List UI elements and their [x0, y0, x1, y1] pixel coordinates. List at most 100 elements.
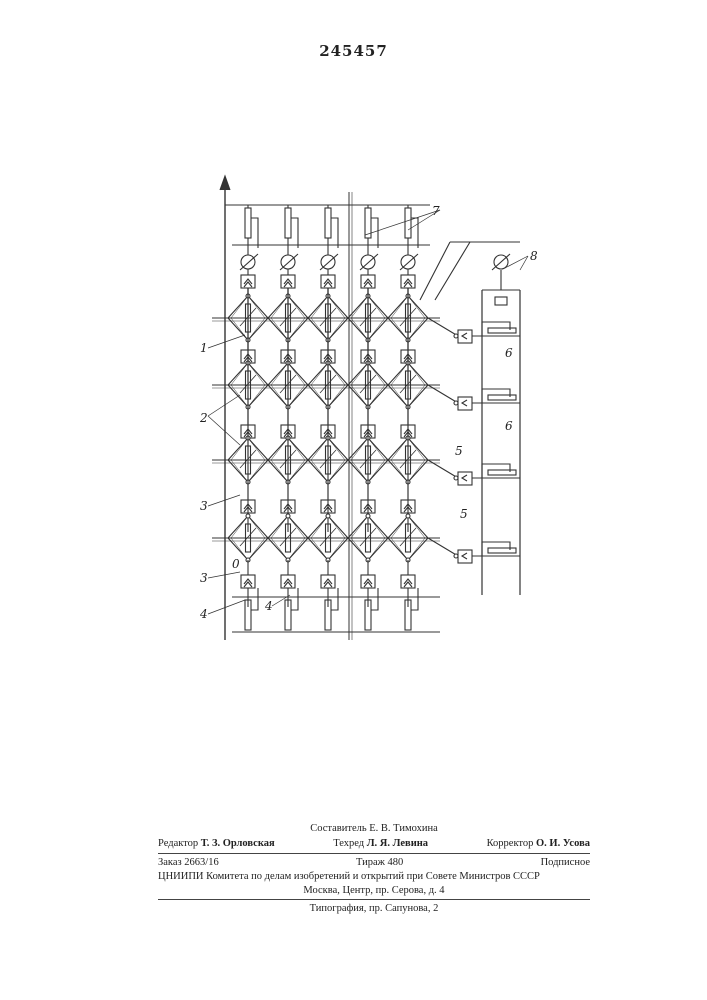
wire [411, 218, 418, 248]
wire [251, 218, 258, 248]
output-block [458, 330, 472, 343]
amplifier-chevron [284, 579, 292, 587]
output-chevron [462, 553, 467, 559]
output-block [458, 397, 472, 410]
node [454, 554, 458, 558]
amplifier-chevron [404, 579, 412, 587]
wire [435, 242, 470, 300]
callout-label: 8 [530, 249, 538, 263]
amplifier-chevron [284, 279, 292, 287]
corrector-name: О. И. Усова [536, 838, 590, 849]
node [454, 401, 458, 405]
callout-leader [208, 395, 240, 416]
imprint-rule-bottom [158, 899, 590, 900]
callout-leader [208, 600, 245, 614]
amplifier-chevron [404, 279, 412, 287]
corrector-label: Корректор [487, 838, 534, 849]
imprint-rule-top [158, 853, 590, 854]
callout-label: 0 [232, 557, 240, 571]
resistor [488, 548, 516, 553]
wire [411, 588, 418, 610]
output-chevron [462, 333, 467, 339]
amplifier-chevron [364, 279, 372, 287]
resistor [285, 208, 291, 238]
editor-label: Редактор [158, 838, 198, 849]
resistor [488, 328, 516, 333]
output-arm [428, 385, 458, 403]
circulation: Тираж 480 [356, 856, 403, 870]
callout-label: 3 [200, 571, 208, 585]
wire [331, 218, 338, 248]
output-chevron [462, 475, 467, 481]
editor-name: Т. З. Орловская [201, 838, 275, 849]
resistor [488, 470, 516, 475]
callout-label: 2 [199, 411, 208, 425]
callout-label: 5 [455, 444, 463, 458]
feedback-wire [472, 389, 510, 403]
corrector-credit: Корректор О. И. Усова [487, 837, 590, 851]
axis-arrow [220, 176, 230, 190]
amplifier-chevron [244, 279, 252, 287]
institute-line: ЦНИИПИ Комитета по делам изобретений и о… [158, 870, 590, 884]
tech-label: Техред [333, 838, 364, 849]
output-arm [428, 538, 458, 556]
indicator-arrow [492, 254, 510, 270]
wire [420, 242, 450, 300]
tech-credit: Техред Л. Я. Левина [333, 837, 428, 851]
amplifier-chevron [324, 579, 332, 587]
resistor [495, 297, 507, 305]
wire [291, 218, 298, 248]
tech-name: Л. Я. Левина [367, 838, 428, 849]
circuit-schematic: 7 8 1 6 6 2 5 3 5 0 3 4 4 [0, 0, 707, 780]
node [286, 514, 290, 518]
callout-label: 1 [200, 341, 208, 355]
callout-label: 7 [432, 204, 440, 218]
feedback-wire [472, 322, 510, 336]
output-block [458, 472, 472, 485]
callout-label: 3 [200, 499, 208, 513]
wire [291, 588, 298, 610]
callout-label: 5 [460, 507, 468, 521]
wire [251, 588, 258, 610]
output-chevron [462, 400, 467, 406]
amplifier-chevron [364, 579, 372, 587]
printer-line: Типография, пр. Сапунова, 2 [158, 902, 590, 916]
callout-leader [208, 495, 240, 506]
callout-leader [208, 335, 245, 348]
node [366, 514, 370, 518]
callout-label: 6 [505, 346, 513, 360]
callout-label: 6 [505, 419, 513, 433]
callout-label: 4 [264, 599, 273, 613]
imprint-compiler-row: Составитель Е. В. Тимохина [158, 822, 590, 836]
wire [371, 588, 378, 610]
amplifier-chevron [244, 579, 252, 587]
amplifier-chevron [324, 279, 332, 287]
order-number: Заказ 2663/16 [158, 856, 219, 870]
imprint-staff-row: Редактор Т. З. Орловская Техред Л. Я. Ле… [158, 837, 590, 851]
subscription: Подписное [541, 856, 590, 870]
resistor [488, 395, 516, 400]
node [406, 514, 410, 518]
callout-leader [365, 210, 440, 235]
imprint-order-row: Заказ 2663/16 Тираж 480 Подписное ЦНИИПИ… [158, 856, 590, 898]
callout-label: 4 [199, 607, 208, 621]
callout-leader [208, 572, 240, 578]
feedback-wire [472, 542, 510, 556]
imprint-printer-row: Типография, пр. Сапунова, 2 [158, 902, 590, 916]
wire [331, 588, 338, 610]
compiler-credit: Составитель Е. В. Тимохина [158, 822, 590, 836]
output-block [458, 550, 472, 563]
node [326, 514, 330, 518]
node [454, 476, 458, 480]
institute-address: Москва, Центр, пр. Серова, д. 4 [158, 884, 590, 898]
node [454, 334, 458, 338]
feedback-wire [472, 464, 510, 478]
output-arm [428, 318, 458, 336]
resistor [405, 208, 411, 238]
editor-credit: Редактор Т. З. Орловская [158, 837, 275, 851]
output-arm [428, 460, 458, 478]
callout-leader [208, 416, 240, 445]
resistor [325, 208, 331, 238]
node [246, 514, 250, 518]
resistor [245, 208, 251, 238]
